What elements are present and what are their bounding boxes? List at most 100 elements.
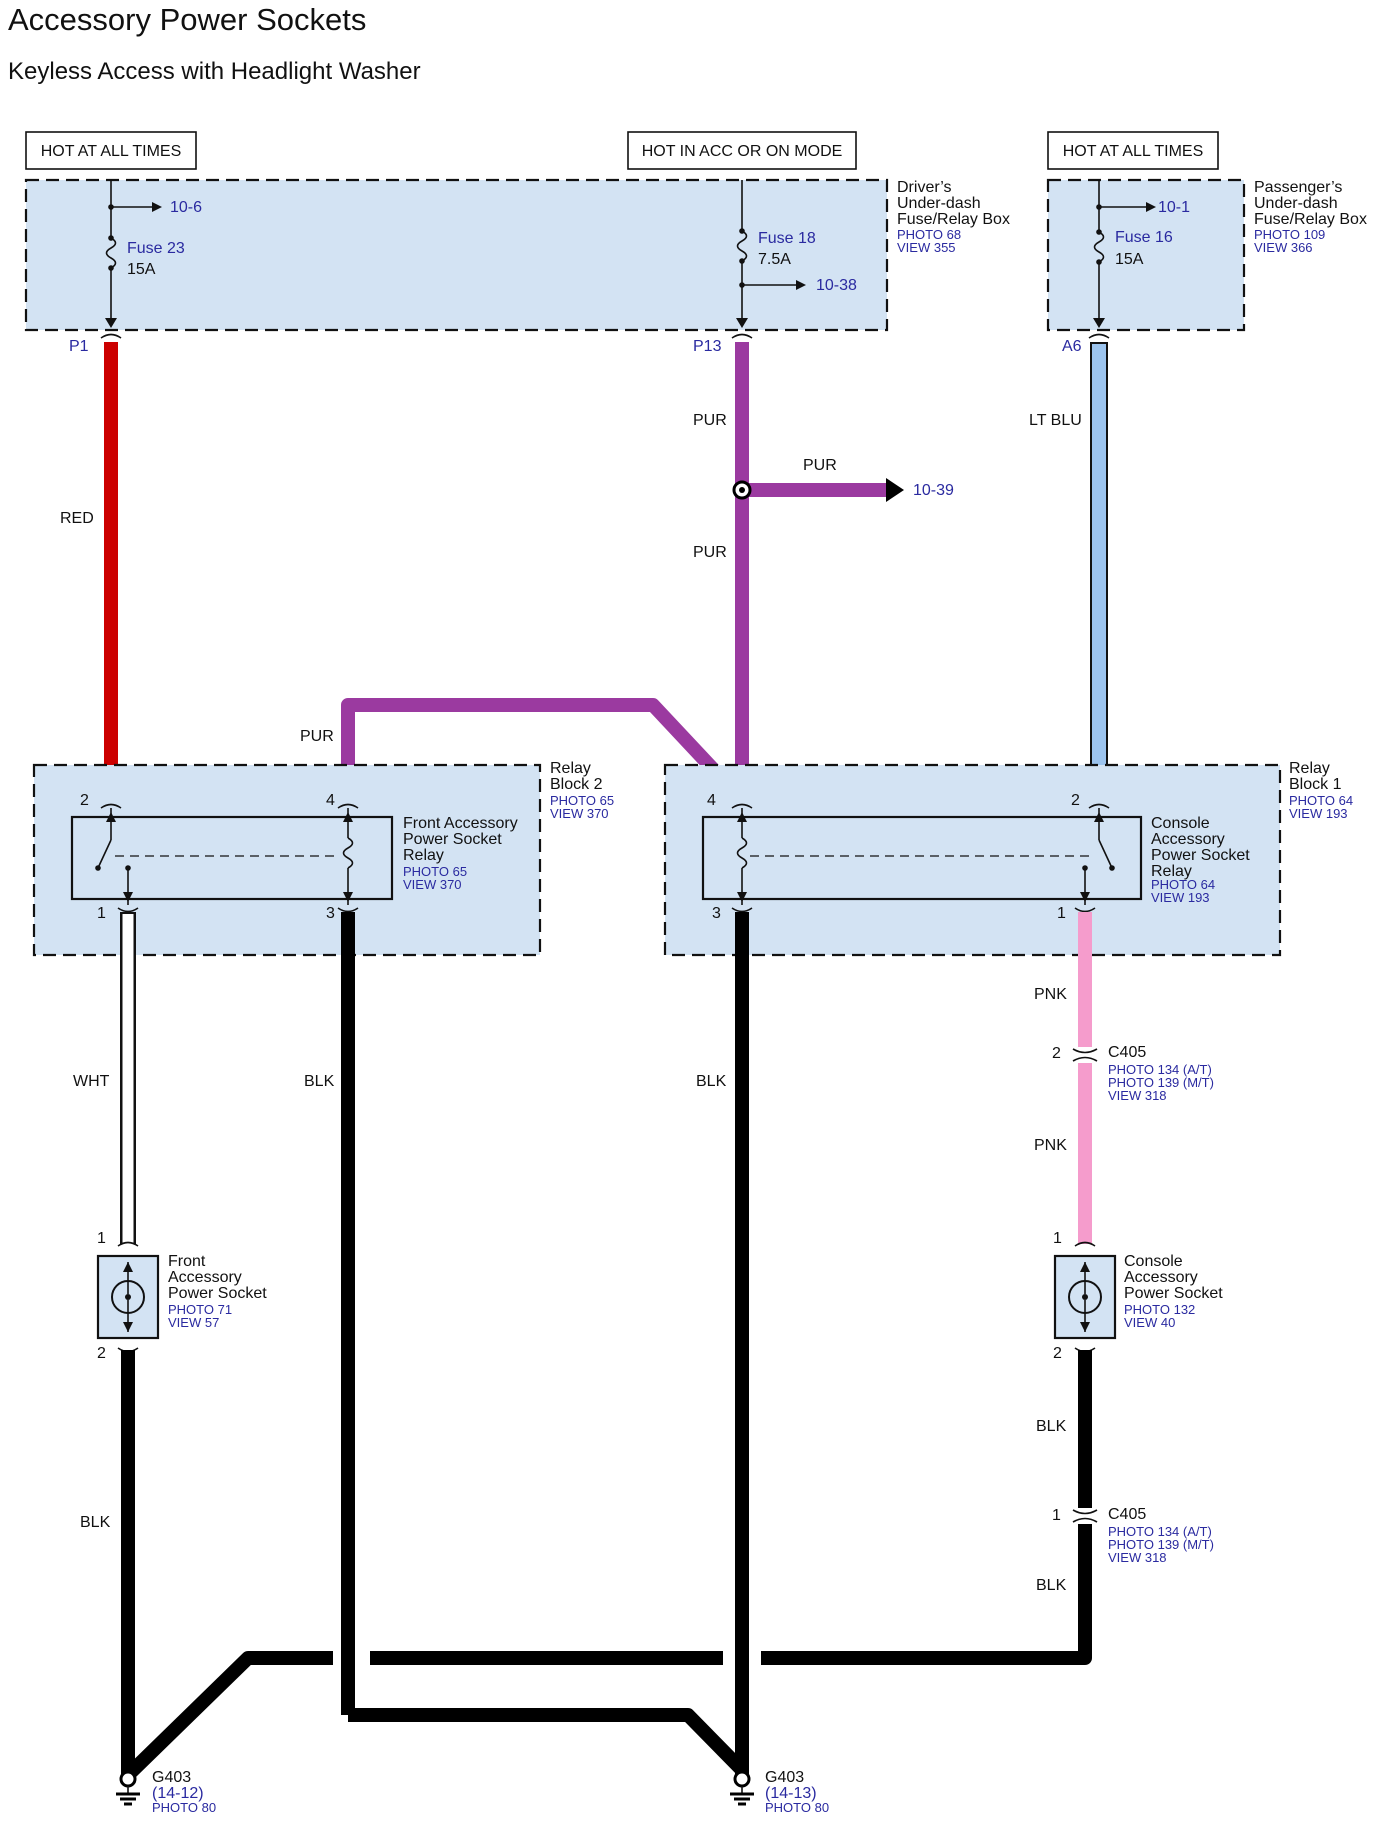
passenger-box-name-line-2: Under-dash [1254,195,1338,212]
hot-label-left-text: HOT AT ALL TIMES [41,143,182,160]
passenger-box-view: VIEW 366 [1254,240,1313,255]
passenger-box-name-line-3: Fuse/Relay Box [1254,211,1367,228]
relay-block-2-view: VIEW 370 [550,806,609,821]
c405-lower-line-3: VIEW 318 [1108,1550,1167,1565]
console-socket-name-3: Power Socket [1124,1285,1223,1302]
wire-pur-branch-ref: 10-39 [913,482,954,499]
wire-label-blk-left-relay: BLK [304,1073,335,1090]
fuse-18-ref: 10-38 [816,277,857,294]
relay-block-1: Relay Block 1 PHOTO 64 VIEW 193 Console … [663,760,1353,957]
front-relay-name-2: Power Socket [403,831,502,848]
fuse-16: 10-1 Fuse 16 15A [1093,180,1190,328]
fuse-18-name: Fuse 18 [758,230,816,247]
bottom-wires: BLK BLK BLK 1 C405 PHOTO 134 (A/T) PHOTO… [80,1350,1214,1781]
connector-c405-upper: 2 C405 PHOTO 134 (A/T) PHOTO 139 (M/T) V… [1052,1044,1214,1103]
c405-upper-pin: 2 [1052,1045,1061,1062]
drivers-box-name-line-2: Under-dash [897,195,981,212]
relay-block-1-name-1: Relay [1289,760,1330,777]
front-relay-photo: PHOTO 65 [403,864,467,879]
console-relay-name-1: Console [1151,815,1210,832]
wire-blk-front-relay-to-ground [348,1708,747,1775]
console-relay-view: VIEW 193 [1151,890,1210,905]
lower-wires: WHT BLK BLK PNK PNK 2 C405 PHOTO 134 (A/… [73,912,1214,1780]
drivers-box-name-line-1: Driver’s [897,179,952,196]
console-socket-name-2: Accessory [1124,1269,1198,1286]
c405-lower-line-2: PHOTO 139 (M/T) [1108,1537,1214,1552]
front-socket-name-2: Accessory [168,1269,242,1286]
wire-label-red: RED [60,510,94,527]
relay-block-2-name-2: Block 2 [550,776,603,793]
console-relay-photo: PHOTO 64 [1151,877,1215,892]
relay-block-2-pin-4: 4 [326,792,335,809]
wire-label-blk-right-relay: BLK [696,1073,727,1090]
upper-wires: RED PUR PUR 10-39 PUR PUR LT BLU [60,333,1110,805]
page-title: Accessory Power Sockets [8,2,366,37]
page-subtitle: Keyless Access with Headlight Washer [8,58,421,85]
relay-block-1-name-2: Block 1 [1289,776,1342,793]
ground-right-photo: PHOTO 80 [765,1800,829,1815]
c405-upper-line-2: PHOTO 139 (M/T) [1108,1075,1214,1090]
relay-block-2-pin-3: 3 [326,905,335,922]
fuse-18-rating: 7.5A [758,251,791,268]
ground-left-name: G403 [152,1769,191,1786]
console-relay-name-4: Relay [1151,863,1192,880]
console-socket-name-1: Console [1124,1253,1183,1270]
wire-label-pnk-upper: PNK [1034,986,1067,1003]
wire-blk-cross-left [123,1651,333,1781]
front-socket-name-3: Power Socket [168,1285,267,1302]
console-accessory-power-socket: 1 2 Console Accessory Power Socket PHOTO… [1053,1230,1223,1362]
fuse-16-rating: 15A [1115,251,1144,268]
front-accessory-power-socket: 1 2 Front Accessory Power Socket PHOTO 7… [96,1230,267,1362]
hot-label-right: HOT AT ALL TIMES [1047,131,1219,170]
branch-arrow-icon [886,478,904,502]
wire-blk-cross-right [761,1651,1092,1665]
wire-label-pur-cross: PUR [300,728,334,745]
console-socket-view: VIEW 40 [1124,1315,1175,1330]
console-relay-name-3: Power Socket [1151,847,1250,864]
wire-label-blk-front-socket: BLK [80,1514,111,1531]
c405-lower-line-1: PHOTO 134 (A/T) [1108,1524,1212,1539]
connector-c405-lower: 1 C405 PHOTO 134 (A/T) PHOTO 139 (M/T) V… [1052,1506,1214,1565]
relay-block-2-photo: PHOTO 65 [550,793,614,808]
wire-label-pur-upper: PUR [693,412,727,429]
hot-label-middle-text: HOT IN ACC OR ON MODE [642,143,843,160]
relay-block-1-pin-1: 1 [1057,905,1066,922]
ground-left-photo: PHOTO 80 [152,1800,216,1815]
wire-label-blk-console-upper: BLK [1036,1418,1067,1435]
console-accessory-power-socket-relay [701,815,1143,901]
front-relay-name-3: Relay [403,847,444,864]
fuse-23-rating: 15A [127,261,156,278]
front-accessory-power-socket-relay [70,815,394,901]
ground-right-name: G403 [765,1769,804,1786]
passenger-box-name-line-1: Passenger’s [1254,179,1342,196]
ground-g403-left: G403 (14-12) PHOTO 80 [116,1769,216,1815]
c405-upper-name: C405 [1108,1044,1146,1061]
c405-upper-line-3: VIEW 318 [1108,1088,1167,1103]
front-socket-pin-2: 2 [97,1345,106,1362]
wire-label-pnk-lower: PNK [1034,1137,1067,1154]
relay-block-1-pin-4: 4 [707,792,716,809]
wire-label-pur-lower: PUR [693,544,727,561]
wire-label-wht: WHT [73,1073,110,1090]
wire-label-lt-blu: LT BLU [1029,412,1082,429]
console-socket-pin-1: 1 [1053,1230,1062,1247]
drivers-fuse-relay-box: Driver’s Under-dash Fuse/Relay Box PHOTO… [24,178,1010,355]
fuse-23: 10-6 Fuse 23 15A [105,180,202,328]
relay-block-2-pin-1: 1 [97,905,106,922]
console-socket-photo: PHOTO 132 [1124,1302,1195,1317]
wire-label-blk-console-lower: BLK [1036,1577,1067,1594]
relay-block-1-photo: PHOTO 64 [1289,793,1353,808]
wire-pur-cross [341,698,748,805]
drivers-box-pin-p13: P13 [693,338,722,355]
fuse-23-ref: 10-6 [170,199,202,216]
drivers-box-photo: PHOTO 68 [897,227,961,242]
hot-label-middle: HOT IN ACC OR ON MODE [627,131,857,170]
ground-left-ref: (14-12) [152,1785,204,1802]
relay-block-2-name-1: Relay [550,760,591,777]
front-socket-pin-1: 1 [97,1230,106,1247]
relay-block-1-view: VIEW 193 [1289,806,1348,821]
console-socket-pin-2: 2 [1053,1345,1062,1362]
relay-block-2: Relay Block 2 PHOTO 65 VIEW 370 Front Ac… [32,760,614,957]
ground-g403-right: G403 (14-13) PHOTO 80 [730,1769,829,1815]
